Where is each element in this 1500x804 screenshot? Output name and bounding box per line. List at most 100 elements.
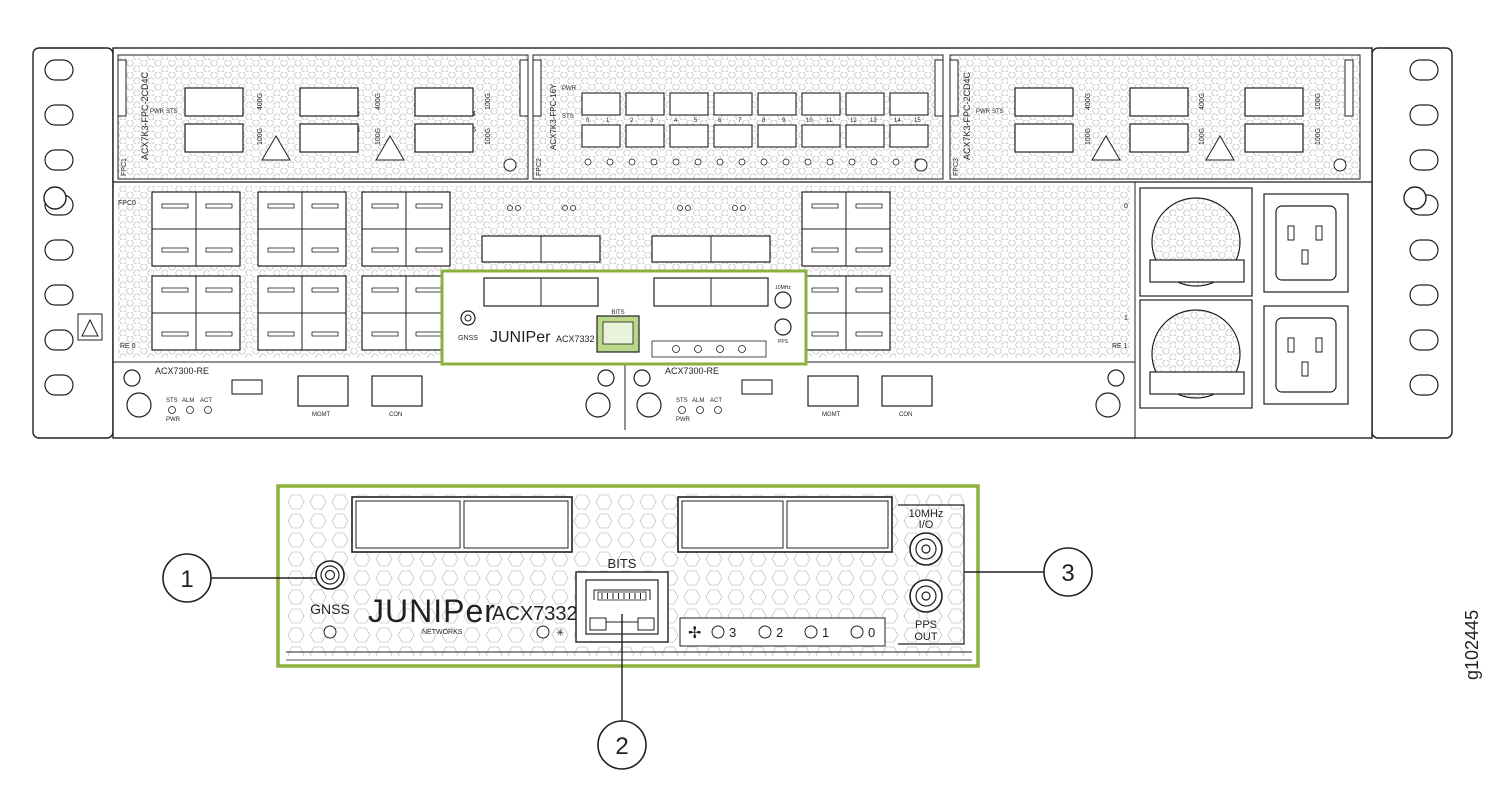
port-led <box>584 158 592 166</box>
sfp-cage <box>581 124 621 148</box>
rack-ear-slot <box>44 374 74 396</box>
inlet-pin <box>1301 361 1309 377</box>
fpc2-model-label: ACX7K3-FPC-16Y <box>549 83 558 150</box>
sfp-latch <box>415 247 443 253</box>
fan-led-small <box>738 345 746 353</box>
fpc2-port-number: 7 <box>738 118 742 124</box>
sfp-latch <box>311 203 339 209</box>
psu-label: 1 <box>1124 315 1128 322</box>
fan-led-strip-small <box>651 340 767 358</box>
pps-label-line1: PPS <box>915 619 937 631</box>
model-label-small: ACX7332 <box>556 334 595 344</box>
clock-io-label-line2: I/O <box>919 519 934 531</box>
fpc1-pwr-label: PWR <box>150 109 165 115</box>
port-led <box>826 158 834 166</box>
fpc3-port-speed-label: 100G <box>1199 128 1206 145</box>
fpc1-slot-label: FPC1 <box>121 158 128 176</box>
fpc1-port-speed-label: 400G <box>257 93 264 110</box>
sfp-latch <box>267 331 295 337</box>
fpc3-port-speed-label: 100G <box>1085 128 1092 145</box>
sfp-latch <box>415 287 443 293</box>
sfp-latch <box>811 331 839 337</box>
sfp-latch <box>415 203 443 209</box>
re0-model-label: ACX7300-RE <box>155 366 209 376</box>
callout-2: 2 <box>597 614 647 770</box>
sfp-cage <box>625 92 665 116</box>
port-led <box>628 158 636 166</box>
pps-out-connector[interactable] <box>909 579 943 613</box>
fpc1-port-speed-label: 400G <box>375 93 382 110</box>
port-led <box>672 158 680 166</box>
fpc2-port-number: 13 <box>870 118 877 124</box>
console-port-label: CON <box>389 412 402 418</box>
fpc3-port-speed-label: 100G <box>1315 93 1322 110</box>
sfp-latch <box>161 247 189 253</box>
detail-panel: GNSS JUNIPer NETWORKS ACX7332 ✳ BITS ✢ 3… <box>276 484 980 668</box>
console-port <box>371 375 423 407</box>
qsfp-cage <box>1014 123 1074 153</box>
fpc2-sts-label: STS <box>562 114 574 120</box>
sfp-latch <box>267 247 295 253</box>
sfp-cage <box>845 92 885 116</box>
qsfp-port-pair-right <box>677 496 893 553</box>
callout-3: 3 <box>964 547 1093 597</box>
re-led-label: ALM <box>182 398 194 404</box>
port-led <box>515 205 521 211</box>
fpc3-port-speed-label: 400G <box>1199 93 1206 110</box>
ejector-lever <box>949 59 959 117</box>
port-led <box>740 205 746 211</box>
sfp-latch <box>205 247 233 253</box>
fpc3-sts-label: STS <box>992 109 1004 115</box>
fpc2-port-number: 14 <box>894 118 901 124</box>
pps-label-small: PPS <box>778 339 789 345</box>
re-led-label: ACT <box>710 398 722 404</box>
port-led <box>677 205 683 211</box>
clock-label-small: 10MHz <box>775 285 791 291</box>
callout-1: 1 <box>162 553 316 603</box>
qsfp-dd-cage <box>1244 87 1304 117</box>
sfp-cage <box>713 92 753 116</box>
mgmt-ethernet-port <box>807 375 859 407</box>
port-led <box>804 158 812 166</box>
qsfp-port-pair-left <box>351 496 573 553</box>
re-led-label: ACT <box>200 398 212 404</box>
callout-number: 2 <box>615 733 628 760</box>
fpc3-slot-label: FPC3 <box>953 158 960 176</box>
port-led <box>562 205 568 211</box>
mgmt-port-label: MGMT <box>822 412 841 418</box>
port-led <box>848 158 856 166</box>
sfp-latch <box>371 247 399 253</box>
rack-ear-slot <box>1409 104 1439 126</box>
clock-10mhz-connector[interactable] <box>909 532 943 566</box>
figure-id: g102445 <box>1462 610 1482 680</box>
bits-label-small: BITS <box>611 310 624 316</box>
port-led <box>760 158 768 166</box>
fpc-module-3: ACX7K3-FPC-2CD4C FPC3 PWR STS 400G 100G … <box>949 54 1361 180</box>
inlet-pin <box>1287 337 1295 353</box>
sfp-cage <box>713 124 753 148</box>
pps-connector-small <box>774 318 792 336</box>
fpc2-port-number: 9 <box>782 118 786 124</box>
fpc1-port-speed-label: 100G <box>257 128 264 145</box>
fan-led <box>711 625 725 639</box>
fpc3-model-label: ACX7K3-FPC-2CD4C <box>962 71 972 160</box>
sfp-latch <box>811 203 839 209</box>
port-led <box>507 205 513 211</box>
ejector-lever <box>532 59 542 117</box>
sfp-cage <box>801 124 841 148</box>
gnss-connector[interactable] <box>315 560 345 590</box>
sfp-latch <box>811 247 839 253</box>
fan-led-small <box>672 345 680 353</box>
re-led-label: PWR <box>166 417 181 423</box>
fpc-module-1: ACX7K3-FPC-2CD4C FPC1 PWR STS 400G 100G … <box>117 54 529 180</box>
sfp-latch <box>371 287 399 293</box>
fpc2-port-number: 3 <box>650 118 654 124</box>
brand-logo-small: JUNIPer <box>490 329 551 346</box>
hot-surface-warning-icon <box>261 135 291 161</box>
sfp-latch <box>811 287 839 293</box>
captive-screw-icon <box>914 158 928 172</box>
bits-port-small-jack <box>602 321 634 345</box>
